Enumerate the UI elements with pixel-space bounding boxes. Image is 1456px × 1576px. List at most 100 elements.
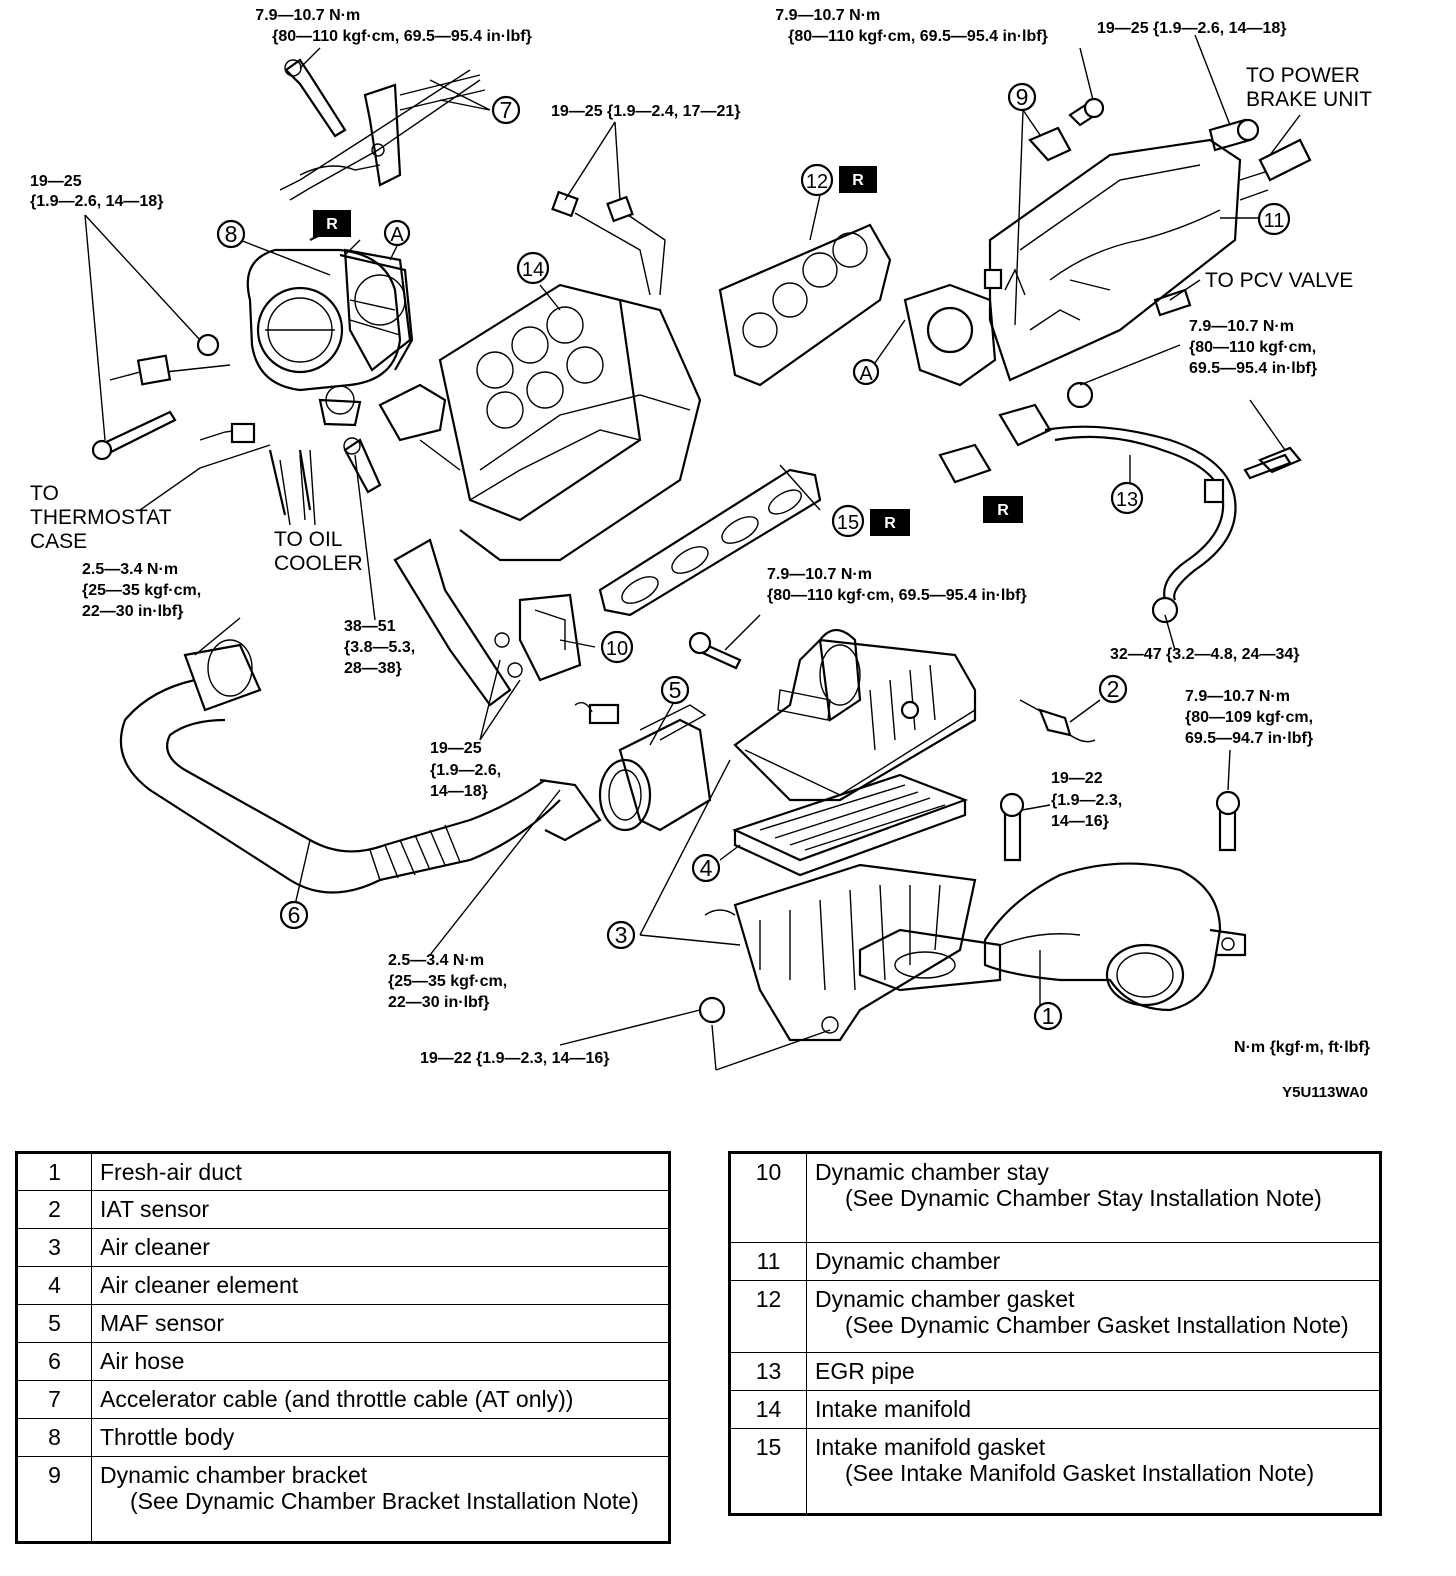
svg-text:12: 12 [806,171,828,193]
air-hose-drawing [119,229,602,894]
svg-text:14: 14 [522,259,544,281]
legend-row: 5 MAF sensor [16,1304,670,1343]
torque-throttle-bolts: 19—25 {1.9—2.6, 14—18} [30,173,163,210]
replace-badges: R R R R [313,166,1023,536]
legend-part-number: 9 [16,1456,92,1543]
legend-part-name-cell: Air cleaner [91,1228,670,1267]
label-to-pcv-valve: TO PCV VALVE [1205,269,1353,292]
legend-installation-note: (See Intake Manifold Gasket Installation… [845,1460,1315,1486]
legend-part-name: Dynamic chamber gasket [815,1286,1075,1312]
legend-part-name-cell: Dynamic chamber gasket(See Dynamic Chamb… [806,1280,1381,1353]
svg-text:13: 13 [1116,489,1138,511]
annotation-texts: 7.9—10.7 N·m {80—110 kgf·cm, 69.5—95.4 i… [30,7,1372,1101]
leader-lines [84,34,1301,1071]
legend-part-name: MAF sensor [100,1310,224,1336]
svg-text:9: 9 [1016,84,1029,110]
intake-manifold-drawing [343,190,702,562]
legend-installation-note: (See Dynamic Chamber Stay Installation N… [845,1185,1322,1211]
air-cleaner-element-drawing [732,773,969,877]
svg-text:R: R [997,502,1009,519]
torque-air-cleaner-bolt: 19—22 {1.9—2.3, 14—16} [1051,770,1127,830]
legend-part-name-cell: Throttle body [91,1418,670,1457]
legend-part-number: 5 [16,1304,92,1343]
legend-part-name-cell: MAF sensor [91,1304,670,1343]
label-to-power-brake: TO POWER BRAKE UNIT [1246,64,1372,111]
torque-manifold-nuts: 19—25 {1.9—2.4, 17—21} [551,103,740,120]
legend-part-name: EGR pipe [815,1358,915,1384]
legend-part-name-cell: Air hose [91,1342,670,1381]
legend-part-name: Intake manifold gasket [815,1434,1046,1460]
intake-gasket-drawing [598,468,822,617]
torque-air-cleaner-nut: 19—22 {1.9—2.3, 14—16} [420,1050,609,1067]
callout-9: 9 [1007,82,1037,112]
torque-hose-clamp-lower: 2.5—3.4 N·m {25—35 kgf·cm, 22—30 in·lbf} [388,952,512,1011]
legend-part-name-cell: Dynamic chamber bracket(See Dynamic Cham… [91,1456,670,1543]
legend-part-number: 7 [16,1380,92,1419]
torque-accel-cable: 7.9—10.7 N·m {80—110 kgf·cm, 69.5—95.4 i… [255,7,532,45]
svg-text:A: A [859,363,873,385]
legend-part-number: 4 [16,1266,92,1305]
legend-part-name: Dynamic chamber bracket [100,1462,368,1488]
legend-part-name: Intake manifold [815,1396,971,1422]
legend-part-name: Air cleaner [100,1234,210,1260]
iat-sensor-drawing [1019,699,1096,743]
label-to-thermostat-case: TO THERMOSTAT CASE [30,482,177,553]
legend-part-name-cell: Intake manifold [806,1390,1381,1429]
legend-part-number: 10 [729,1152,807,1243]
legend-installation-note: (See Dynamic Chamber Bracket Installatio… [130,1488,639,1514]
callout-12: 12 [800,163,834,197]
legend-part-name: Dynamic chamber [815,1248,1001,1274]
callout-13: 13 [1110,481,1144,515]
torque-air-cleaner-cover: 7.9—10.7 N·m {80—110 kgf·cm, 69.5—95.4 i… [767,566,1027,604]
torque-hose-clamp-upper: 2.5—3.4 N·m {25—35 kgf·cm, 22—30 in·lbf} [82,561,206,620]
svg-text:10: 10 [606,638,628,660]
legend-part-name-cell: Intake manifold gasket(See Intake Manifo… [806,1428,1381,1515]
legend-part-number: 6 [16,1342,92,1381]
chamber-bracket-drawing [1028,97,1105,162]
legend-row: 4 Air cleaner element [16,1266,670,1305]
callout-14: 14 [516,251,550,285]
reference-letter-a-top: A [383,219,411,247]
egr-pipe-drawing [938,381,1302,624]
replace-badge-throttle-gasket: R [313,210,351,237]
legend-part-name: Fresh-air duct [100,1159,242,1185]
chamber-stay-drawing [393,538,582,707]
svg-text:11: 11 [1264,210,1285,232]
svg-text:5: 5 [669,677,682,703]
svg-text:2: 2 [1107,676,1120,702]
dynamic-chamber-drawing [903,118,1312,387]
air-cleaner-case-drawing [704,863,1002,1042]
air-cleaner-cover-drawing [733,628,977,802]
legend-part-name: Dynamic chamber stay [815,1159,1049,1185]
svg-text:6: 6 [288,902,301,928]
callout-15: 15 [831,504,865,538]
legend-part-name: Air cleaner element [100,1272,299,1298]
legend-part-name: Throttle body [100,1424,235,1450]
accelerator-cable-drawing [279,58,486,201]
callout-3: 3 [606,920,636,950]
torque-stay-bolt: 38—51 {3.8—5.3, 28—38} [344,618,420,677]
callout-1: 1 [1033,1001,1063,1031]
svg-text:R: R [884,515,896,532]
svg-text:R: R [852,172,864,189]
callout-4: 4 [691,853,721,883]
legend-part-number: 1 [16,1152,92,1191]
svg-text:A: A [390,224,404,246]
callout-8: 8 [216,219,246,249]
legend-part-name-cell: IAT sensor [91,1190,670,1229]
legend-part-name-cell: Dynamic chamber stay(See Dynamic Chamber… [806,1152,1381,1243]
callout-11: 11 [1257,202,1291,236]
callout-10: 10 [600,630,634,664]
torque-unit-note: N·m {kgf·m, ft·lbf} [1234,1039,1370,1056]
callout-2: 2 [1098,674,1128,704]
chamber-gasket-drawing [718,223,892,387]
svg-text:1: 1 [1042,1003,1055,1029]
